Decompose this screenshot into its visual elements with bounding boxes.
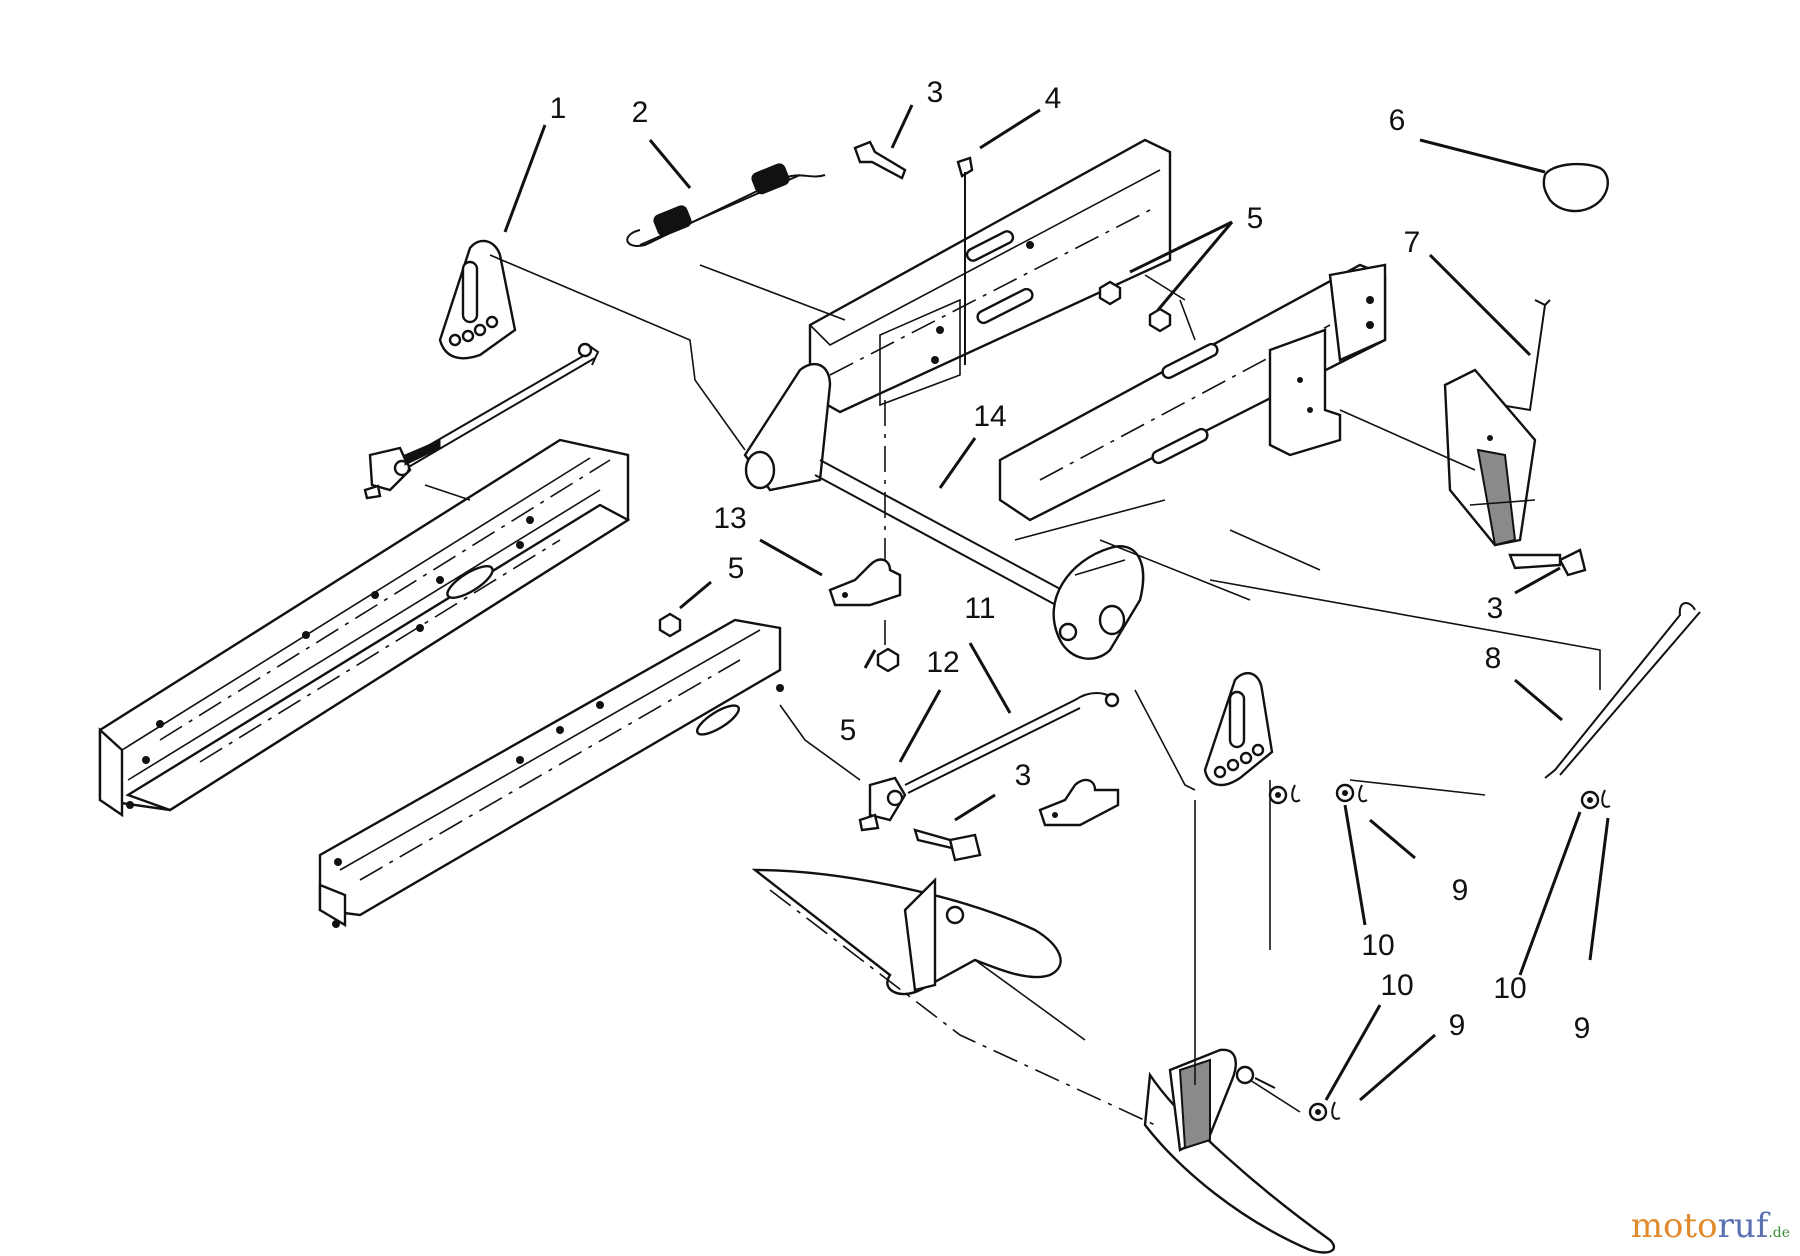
callout-9: 9 bbox=[1452, 874, 1469, 907]
shaft-clamp-upper bbox=[828, 558, 902, 607]
washers-and-pins bbox=[1268, 783, 1611, 1122]
callout-14: 14 bbox=[973, 400, 1006, 433]
link-rod-8 bbox=[1544, 602, 1701, 779]
callout-2: 2 bbox=[632, 96, 649, 129]
reference-lines bbox=[424, 254, 1601, 1126]
callout-9: 9 bbox=[1449, 1009, 1466, 1042]
front-axle-hanger bbox=[751, 868, 1336, 1254]
watermark-logo: motoruf.de bbox=[1631, 1206, 1790, 1246]
watermark-part-2: ruf bbox=[1717, 1206, 1769, 1246]
callout-3: 3 bbox=[1487, 592, 1504, 625]
callout-13: 13 bbox=[713, 502, 746, 535]
callout-3: 3 bbox=[927, 76, 944, 109]
right-cross-bracket bbox=[998, 263, 1387, 522]
left-frame-rail bbox=[98, 438, 631, 818]
tension-spring bbox=[626, 163, 826, 247]
callout-7: 7 bbox=[1404, 226, 1421, 259]
callout-labels: 1 2 3 4 5 6 7 14 13 5 11 12 5 3 3 8 9 10… bbox=[550, 76, 1591, 1045]
callout-5: 5 bbox=[840, 714, 857, 747]
upper-cross-bracket bbox=[808, 138, 1172, 414]
callout-10: 10 bbox=[1380, 969, 1413, 1002]
center-frame-rail bbox=[318, 618, 784, 928]
callout-4: 4 bbox=[1045, 82, 1062, 115]
left-link-rod bbox=[363, 342, 600, 500]
callout-10: 10 bbox=[1493, 972, 1526, 1005]
pivot-plate-left bbox=[438, 239, 517, 360]
callout-6: 6 bbox=[1389, 104, 1406, 137]
callout-5: 5 bbox=[1247, 202, 1264, 235]
callout-11: 11 bbox=[964, 592, 995, 625]
bolts bbox=[853, 140, 1587, 862]
callout-10: 10 bbox=[1361, 929, 1394, 962]
hex-nuts bbox=[658, 280, 1172, 673]
watermark-part-3: .de bbox=[1768, 1225, 1790, 1241]
callout-8: 8 bbox=[1485, 642, 1502, 675]
callout-3: 3 bbox=[1015, 759, 1032, 792]
shaft-clamp-lower bbox=[1038, 778, 1120, 827]
leader-lines bbox=[503, 104, 1610, 1102]
callout-1: 1 bbox=[550, 92, 567, 125]
watermark-part-1: moto bbox=[1630, 1206, 1718, 1246]
callout-5: 5 bbox=[728, 552, 745, 585]
pivot-plate-right bbox=[1203, 671, 1274, 787]
lift-lever bbox=[1443, 162, 1609, 547]
callout-9: 9 bbox=[1574, 1012, 1591, 1045]
lift-shaft bbox=[743, 363, 1145, 660]
callout-12: 12 bbox=[926, 646, 959, 679]
lower-link-rod bbox=[858, 692, 1120, 832]
